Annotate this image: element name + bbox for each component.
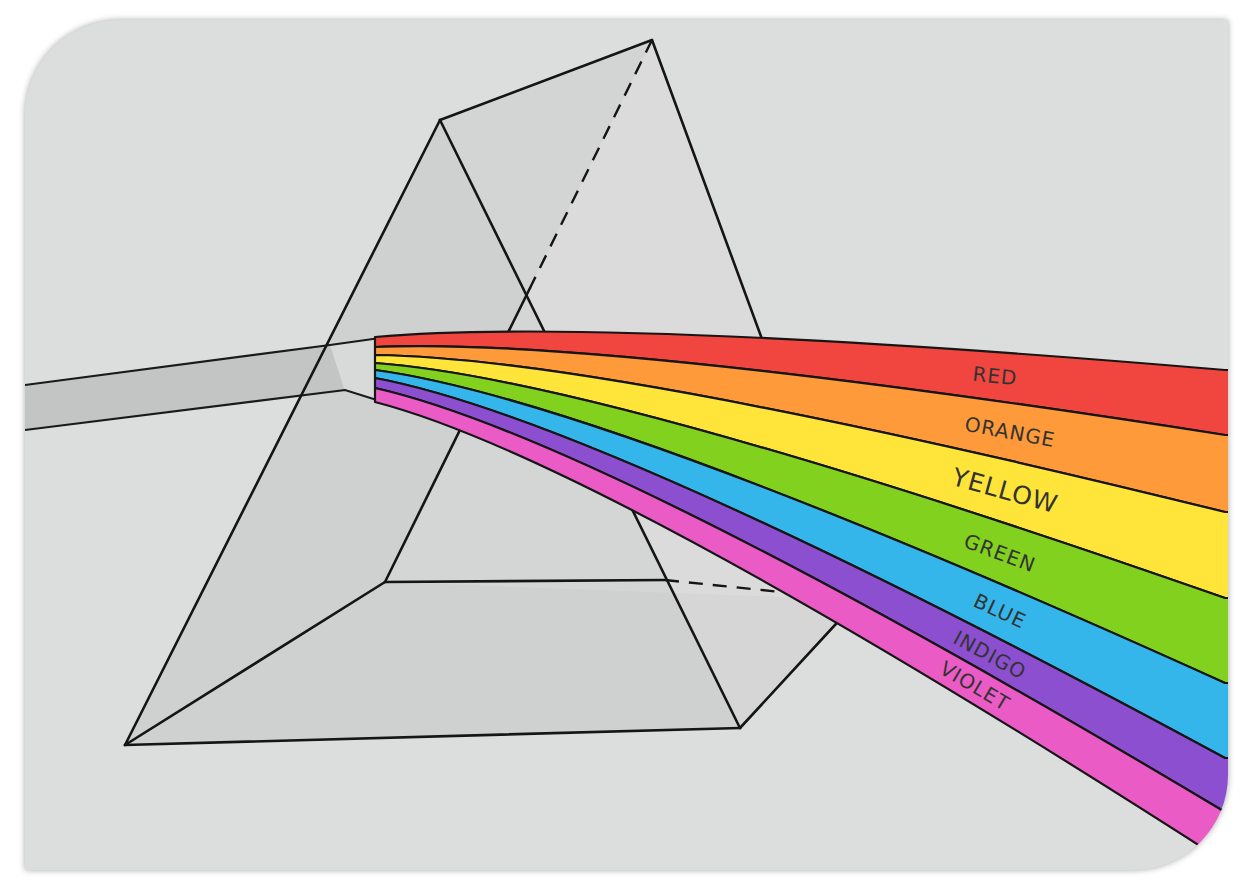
- light-beam: [25, 339, 380, 430]
- band-shape: [370, 280, 1228, 870]
- drawing-stage: REDORANGEYELLOWGREENBLUEINDIGOVIOLET: [25, 20, 1228, 870]
- color-band: VIOLET: [370, 280, 1228, 870]
- beam-edge: [25, 390, 380, 430]
- band-fill: [375, 388, 1228, 862]
- paper-background: REDORANGEYELLOWGREENBLUEINDIGOVIOLET: [25, 20, 1228, 870]
